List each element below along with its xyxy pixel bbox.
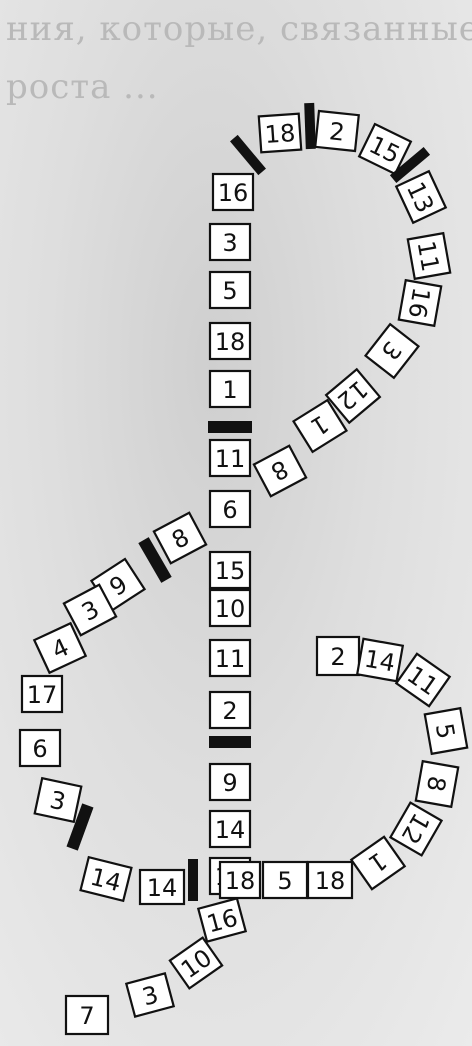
track-cell-number: 2 <box>328 117 346 146</box>
track-cell-number: 11 <box>215 445 246 473</box>
track-cell: 16 <box>213 174 253 210</box>
track-cell: 16 <box>399 280 441 326</box>
track-cell: 14 <box>210 811 250 847</box>
track-cell-number: 5 <box>277 867 292 895</box>
track-cell: 3 <box>35 778 82 822</box>
barrier-stem-lower <box>209 736 251 748</box>
track-cell-number: 3 <box>222 229 237 257</box>
track-cell-number: 5 <box>222 277 237 305</box>
track-cell: 6 <box>20 730 60 766</box>
track-cell: 8 <box>254 446 306 497</box>
track-cell-number: 18 <box>264 119 296 149</box>
track-cell-number: 2 <box>330 643 345 671</box>
track-cell: 7 <box>66 996 108 1034</box>
track-cell-number: 14 <box>362 645 397 678</box>
track-cell: 11 <box>210 440 250 476</box>
barrier-top <box>304 103 316 149</box>
track-cell: 8 <box>154 513 206 564</box>
track-cell-number: 15 <box>215 557 246 585</box>
track-cell-number: 6 <box>222 496 237 524</box>
track-cell: 3 <box>126 973 173 1016</box>
track-cell-number: 1 <box>222 376 237 404</box>
track-cell: 11 <box>396 654 449 706</box>
track-cell-number: 16 <box>218 179 249 207</box>
track-cell: 16 <box>198 898 245 941</box>
track-cell: 18 <box>308 862 352 898</box>
track-cell: 8 <box>416 761 458 807</box>
track-cell-number: 18 <box>315 867 346 895</box>
track-cell: 3 <box>210 224 250 260</box>
track-cell-number: 11 <box>412 239 445 274</box>
track-cell-number: 10 <box>215 595 246 623</box>
track-cell-number: 16 <box>403 285 436 320</box>
track-cell-number: 17 <box>27 681 58 709</box>
track-cell-number: 7 <box>79 1002 94 1030</box>
track-cell: 3 <box>366 324 419 378</box>
track-cell: 18 <box>220 862 260 898</box>
track-cell: 5 <box>425 708 467 754</box>
track-cell: 5 <box>210 272 250 308</box>
track-cell: 15 <box>210 552 250 588</box>
track-cell: 1 <box>210 371 250 407</box>
track-cell: 18 <box>259 114 301 153</box>
track-cell: 11 <box>408 233 450 279</box>
track-cell-number: 11 <box>215 645 246 673</box>
track-cell-number: 18 <box>215 328 246 356</box>
track-cell: 2 <box>317 637 359 675</box>
track-cell: 2 <box>315 111 359 151</box>
track-cell: 13 <box>396 171 446 222</box>
track-cell-number: 9 <box>222 769 237 797</box>
track-cell: 11 <box>210 640 250 676</box>
track-cell-number: 6 <box>32 735 47 763</box>
track-cell: 14 <box>81 857 132 901</box>
track-cell: 14 <box>140 870 184 904</box>
track-cell-number: 14 <box>147 874 178 902</box>
track-cell: 6 <box>210 491 250 527</box>
track-cell: 5 <box>263 862 307 898</box>
barrier-bottom <box>188 859 198 901</box>
track-cell-number: 18 <box>225 867 256 895</box>
track-cell: 10 <box>170 938 222 989</box>
track-cell: 1 <box>351 837 404 889</box>
track-cell: 17 <box>22 676 62 712</box>
track-cell: 14 <box>357 639 403 681</box>
track-cell-number: 14 <box>215 816 246 844</box>
track-cell: 9 <box>210 764 250 800</box>
barrier-stem-upper <box>208 421 252 433</box>
track-cell: 18 <box>210 323 250 359</box>
track-cell-number: 2 <box>222 697 237 725</box>
track-cell: 10 <box>210 590 250 626</box>
track-cell: 2 <box>210 692 250 728</box>
track-cell: 12 <box>390 803 441 856</box>
